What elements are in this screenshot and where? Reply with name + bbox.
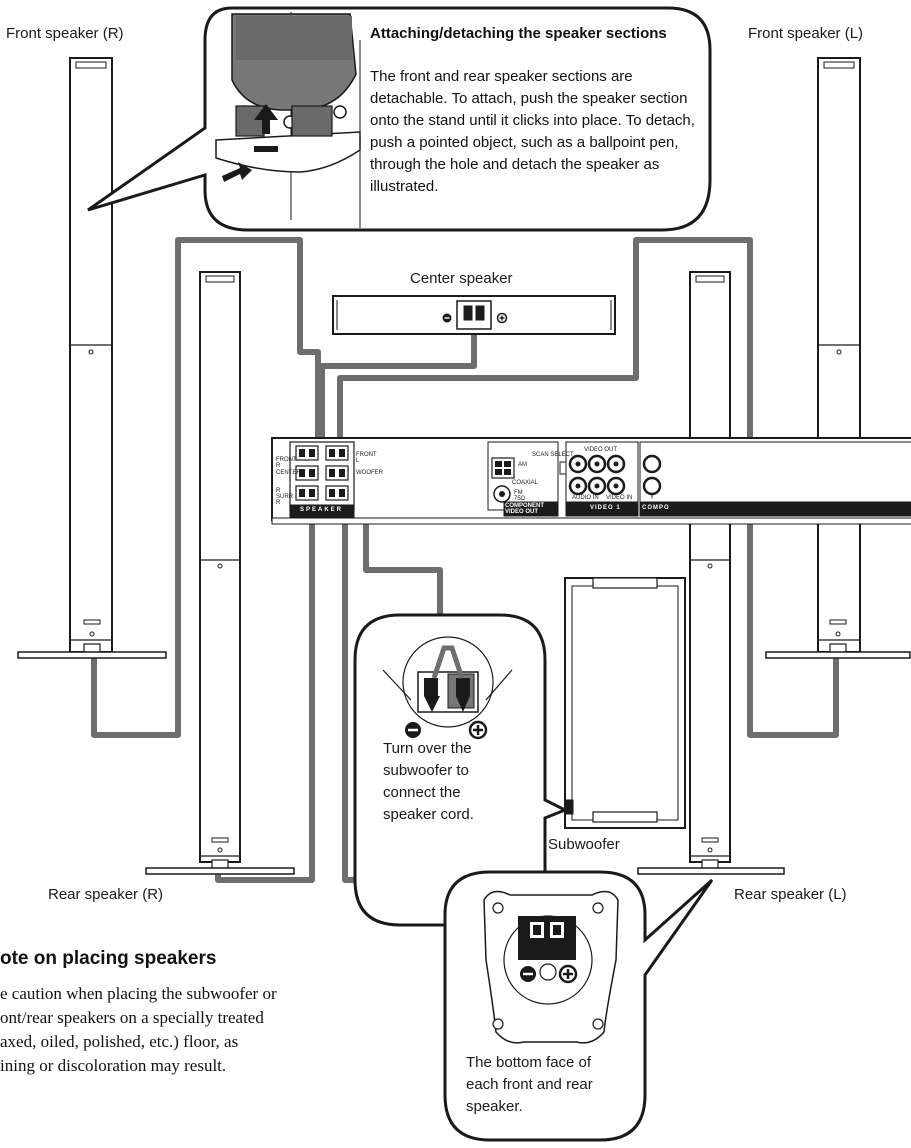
arrow-icon [222, 104, 278, 182]
panel-label-scan-select: SCAN SELECT [532, 452, 574, 458]
bottom-callout-line: each front and rear [466, 1076, 593, 1093]
cable-front-r [91, 237, 321, 738]
panel-label-am: AM [518, 462, 527, 468]
subwoofer-label: Subwoofer [548, 836, 620, 853]
panel-label-r-surr: R SURR R [276, 488, 294, 506]
panel-label-fm: FM 75Ω [514, 490, 526, 502]
front-speaker-right [17, 57, 167, 659]
panel-label-video-out: VIDEO OUT [584, 447, 618, 453]
panel-label-y: Y [650, 495, 655, 501]
front-speaker-l-label: Front speaker (L) [748, 25, 864, 42]
rear-speaker-left [637, 271, 785, 875]
bottom-callout-line: The bottom face of [466, 1054, 592, 1071]
bottom-callout-line: speaker. [466, 1098, 523, 1115]
subwoofer-callout-line: Turn over the [383, 740, 472, 757]
receiver-rear-panel [271, 437, 911, 525]
panel-label-audio-in: AUDIO IN [572, 495, 599, 501]
panel-label-compo: COMPO [642, 505, 670, 511]
subwoofer-callout-line: speaker cord. [383, 806, 474, 823]
subwoofer-callout [353, 613, 569, 927]
panel-label-center: CENTER [276, 470, 301, 476]
screw-icon [492, 902, 604, 1030]
panel-label-component-video-out: COMPONENT VIDEO OUT [505, 503, 544, 515]
note-line: ont/rear speakers on a specially treated [0, 1008, 264, 1027]
rear-speaker-right [145, 271, 295, 875]
note-title: ote on placing speakers [0, 948, 217, 969]
panel-label-video-in: VIDEO IN [606, 495, 633, 501]
rear-speaker-r-label: Rear speaker (R) [48, 886, 164, 903]
panel-label-front-r: FRONT R [276, 457, 297, 469]
front-speaker-r-label: Front speaker (R) [6, 25, 124, 42]
panel-label-coaxial: COAXIAL [512, 480, 539, 486]
attach-callout [87, 6, 712, 232]
rear-speaker-l-label: Rear speaker (L) [734, 886, 847, 903]
cable-center [319, 327, 477, 455]
bottom-callout-text: The bottom face of each front and rear s… [466, 1052, 593, 1118]
panel-label-front-l: FRONT L [356, 452, 377, 464]
subwoofer-callout-line: connect the [383, 784, 461, 801]
note-line: e caution when placing the subwoofer or [0, 984, 277, 1003]
panel-label-video1: VIDEO 1 [590, 505, 621, 511]
note-line: axed, oiled, polished, etc.) floor, as [0, 1032, 239, 1051]
panel-label-speaker: SPEAKER [300, 507, 344, 513]
center-speaker-label: Center speaker [410, 270, 513, 287]
cable-front-l [337, 237, 839, 738]
attach-callout-body: The front and rear speaker sections are … [370, 68, 695, 195]
subwoofer-callout-line: subwoofer to [383, 762, 469, 779]
note-line: ining or discoloration may result. [0, 1056, 227, 1075]
note-body: e caution when placing the subwoofer or … [0, 982, 340, 1078]
center-speaker [332, 295, 616, 335]
bottom-face-callout [443, 870, 714, 1142]
subwoofer [564, 577, 686, 829]
panel-label-woofer: WOOFER [356, 470, 383, 476]
attach-callout-title: Attaching/detaching the speaker sections [370, 25, 667, 42]
subwoofer-callout-text: Turn over the subwoofer to connect the s… [383, 738, 474, 826]
front-speaker-left [765, 57, 911, 659]
